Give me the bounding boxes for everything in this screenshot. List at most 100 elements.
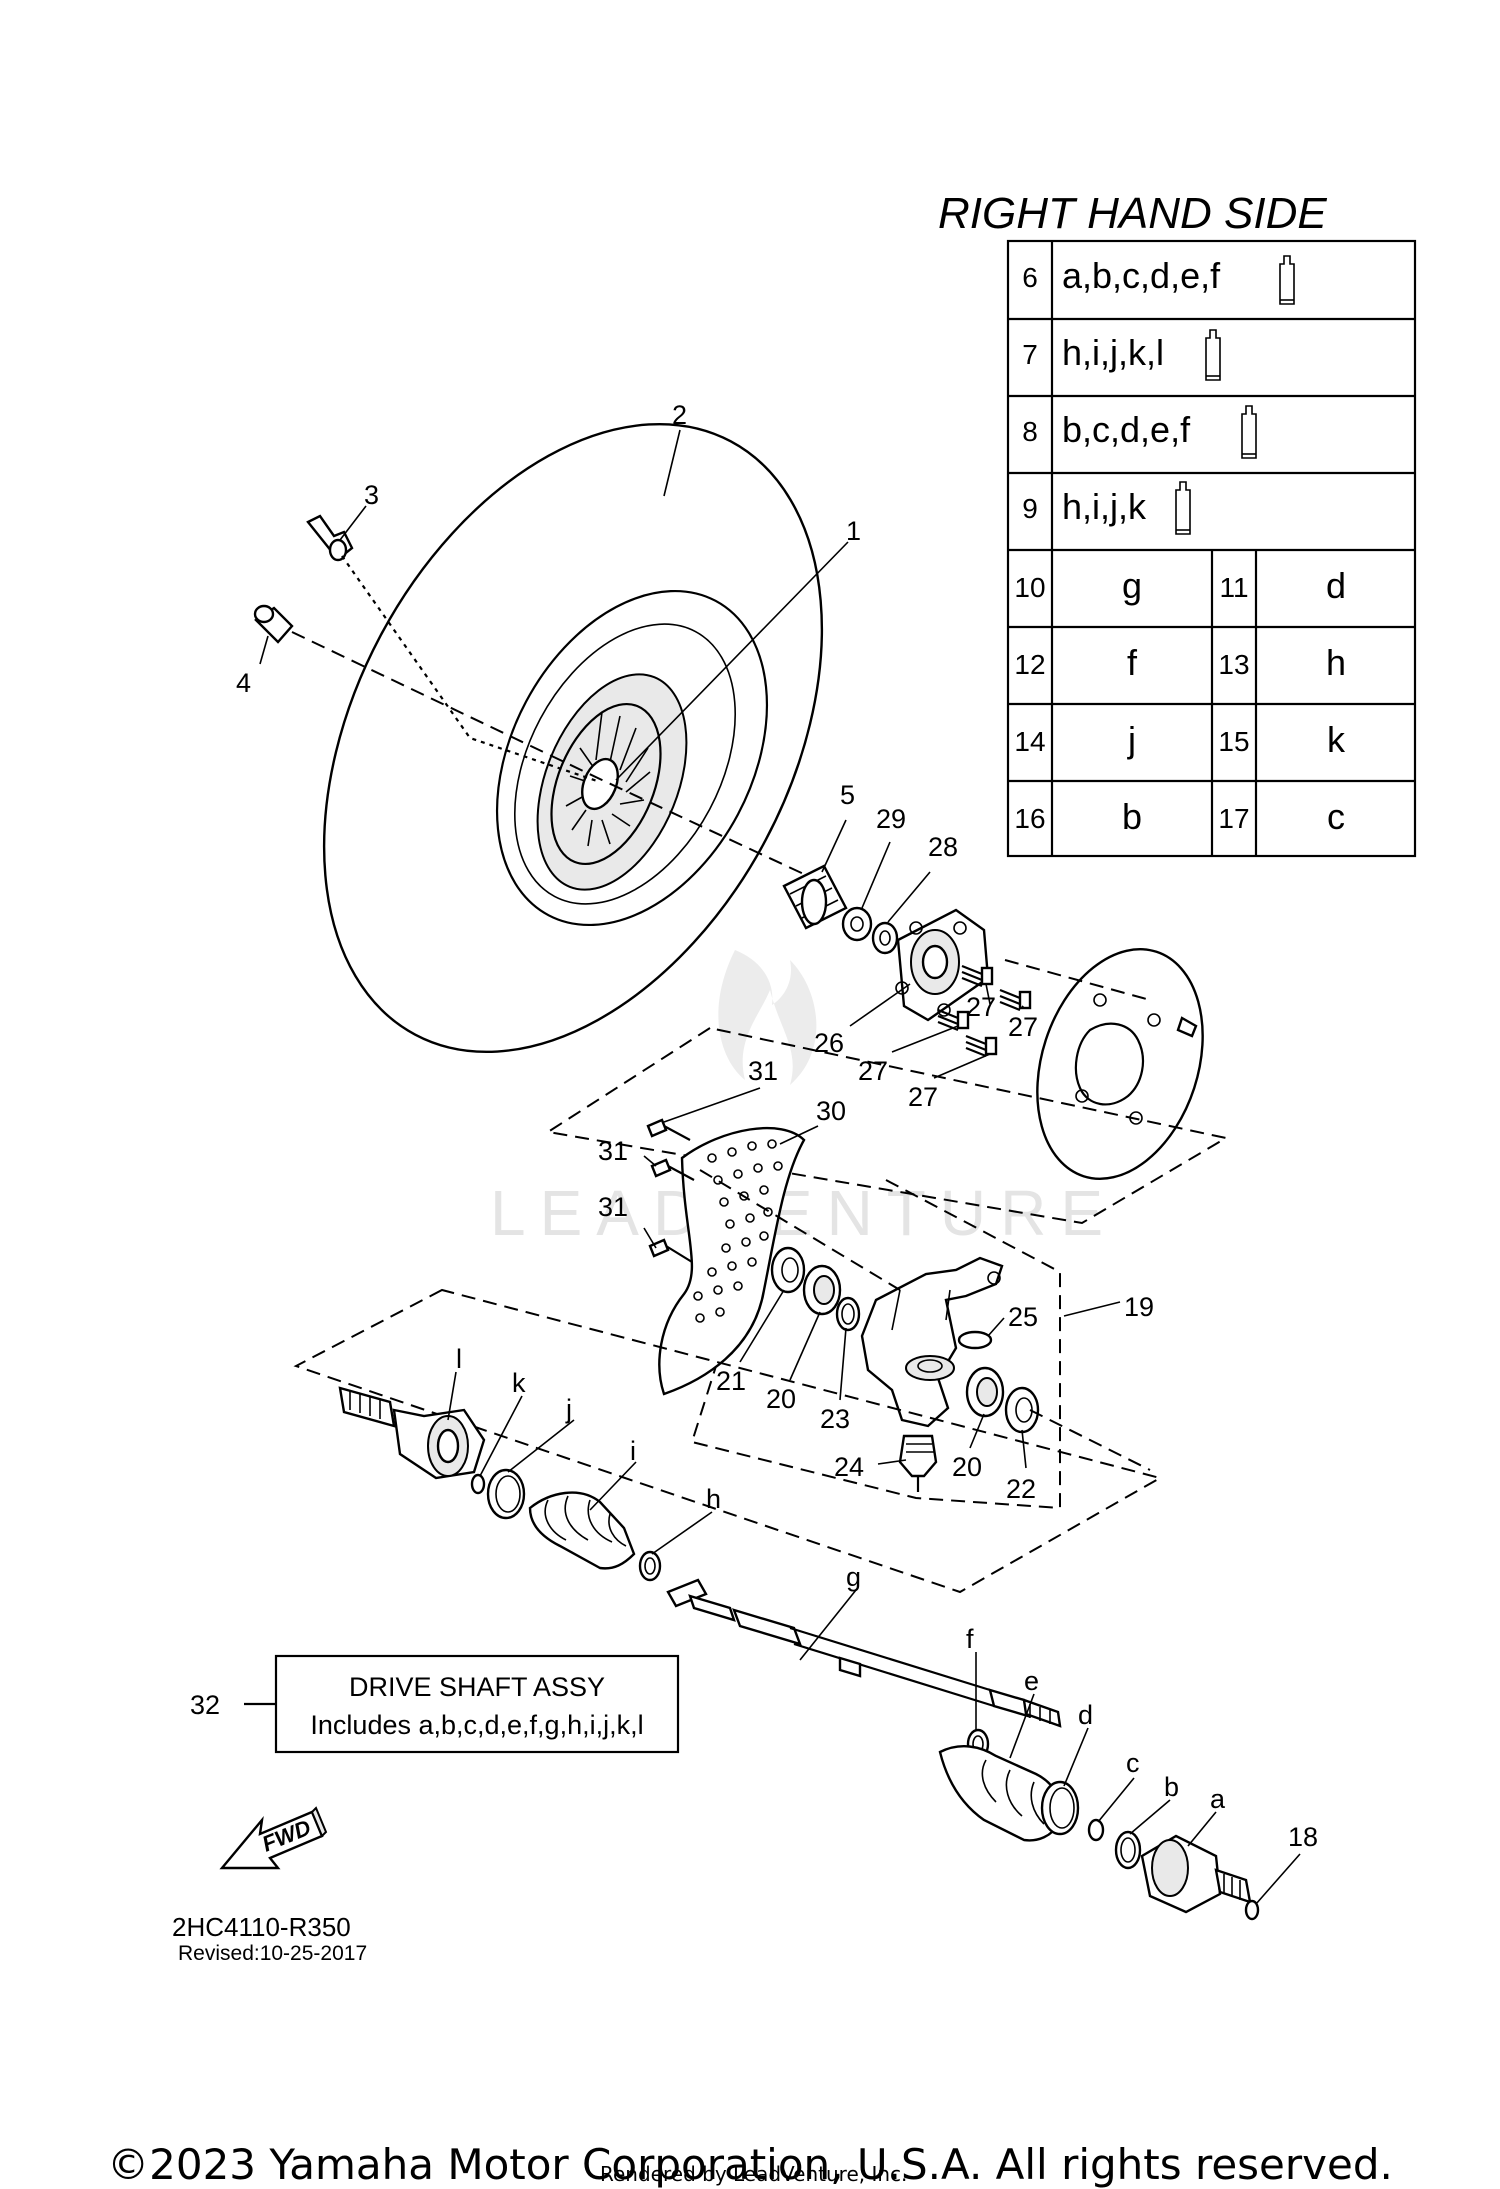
drive-shaft-assy-note: DRIVE SHAFT ASSY Includes a,b,c,d,e,f,g,…	[244, 1654, 680, 1754]
washer-part-28	[871, 921, 899, 955]
table-num-12: 12	[1014, 649, 1045, 680]
washer-part-29	[841, 906, 873, 942]
boot-band-part-h	[638, 1550, 662, 1582]
boot-band-part-d	[1040, 1780, 1080, 1836]
callout-3: 3	[364, 480, 379, 510]
diagram-code: 2HC4110-R350	[172, 1912, 351, 1942]
callout-18: 18	[1288, 1822, 1318, 1852]
rendered-by: Rendered by LeadVenture, Inc.	[600, 2162, 908, 2186]
grease-tube-icon	[1175, 481, 1191, 535]
table-value-14: j	[1127, 719, 1136, 760]
callout-19: 19	[1124, 1292, 1154, 1322]
valve-cap-part-4	[253, 604, 294, 644]
table-num-11: 11	[1219, 572, 1248, 603]
table-num-9: 9	[1022, 493, 1038, 524]
table-num-16: 16	[1014, 803, 1045, 834]
callout-i: i	[630, 1436, 636, 1466]
callout-j: j	[565, 1394, 572, 1424]
watermark-text: LEADVENTURE	[490, 1177, 1117, 1249]
callout-f: f	[966, 1624, 974, 1654]
bolt-part-27	[961, 964, 994, 988]
bolt-part-27	[937, 1008, 970, 1032]
table-num-7: 7	[1022, 339, 1038, 370]
callout-b: b	[1164, 1772, 1179, 1802]
callout-e: e	[1024, 1666, 1039, 1696]
callout-27: 27	[1008, 1012, 1038, 1042]
outer-cv-joint-part-l	[338, 1386, 486, 1480]
protector-plate-part-30	[658, 1127, 806, 1396]
bearing-part-20	[965, 1366, 1005, 1418]
revised-date: Revised:10-25-2017	[178, 1942, 368, 1965]
bolt-part-27	[965, 1034, 998, 1058]
table-num-13: 13	[1218, 649, 1249, 680]
o-ring-part-25	[957, 1330, 993, 1350]
callout-1: 1	[846, 516, 861, 546]
table-value-17: c	[1327, 796, 1345, 837]
bolt-part-27	[999, 988, 1032, 1012]
grease-tube-icon	[1241, 405, 1257, 459]
callout-32: 32	[190, 1690, 220, 1720]
ring-part-b	[1114, 1830, 1142, 1870]
callout-2: 2	[672, 400, 687, 430]
callout-labels: 1 2 3 4 5 29 28 26 27 27 27 27 31 30 31 …	[190, 400, 1318, 1852]
callout-l: l	[456, 1344, 462, 1374]
callout-25: 25	[1008, 1302, 1038, 1332]
callout-26: 26	[814, 1028, 844, 1058]
callout-31: 31	[598, 1136, 628, 1166]
assy-title: DRIVE SHAFT ASSY	[349, 1672, 605, 1702]
table-num-14: 14	[1014, 726, 1045, 757]
table-num-6: 6	[1022, 262, 1038, 293]
callout-k: k	[512, 1368, 526, 1398]
callout-27: 27	[966, 992, 996, 1022]
callout-23: 23	[820, 1404, 850, 1434]
oil-seal-part-22	[1004, 1386, 1040, 1434]
callout-30: 30	[816, 1096, 846, 1126]
circlip-part-18	[1244, 1899, 1260, 1921]
table-value-6: a,b,c,d,e,f	[1062, 255, 1221, 296]
circlip-part-23	[835, 1296, 861, 1332]
callout-g: g	[846, 1562, 861, 1592]
ball-joint-part-24	[898, 1434, 938, 1492]
drive-shaft-part-g	[666, 1578, 1062, 1728]
callout-20: 20	[952, 1452, 982, 1482]
table-value-12: f	[1127, 642, 1138, 683]
hub-part-26	[895, 908, 990, 1022]
callout-29: 29	[876, 804, 906, 834]
callout-31: 31	[748, 1056, 778, 1086]
circlip-part-k	[470, 1473, 486, 1495]
circlip-part-c	[1087, 1818, 1105, 1842]
castle-nut-part-5	[782, 864, 848, 930]
valve-stem-part-3	[306, 514, 354, 562]
callout-27: 27	[908, 1082, 938, 1112]
table-value-13: h	[1326, 642, 1346, 683]
inner-cv-joint-part-a	[1140, 1834, 1252, 1914]
callout-5: 5	[840, 780, 855, 810]
callout-22: 22	[1006, 1474, 1036, 1504]
reference-table: 6 a,b,c,d,e,f 7 h,i,j,k,l 8 b,c,d,e,f 9 …	[1006, 239, 1417, 858]
table-value-16: b	[1122, 796, 1142, 837]
brake-disc	[1036, 948, 1204, 1180]
bearing-part-20	[802, 1264, 842, 1316]
callout-21: 21	[716, 1366, 746, 1396]
callout-24: 24	[834, 1452, 864, 1482]
table-value-7: h,i,j,k,l	[1062, 332, 1164, 373]
table-value-10: g	[1122, 565, 1142, 606]
screw-part-31	[648, 1238, 693, 1263]
grease-tube-icon	[1205, 329, 1221, 381]
callout-31: 31	[598, 1192, 628, 1222]
forward-arrow-icon: FWD	[219, 1806, 328, 1870]
boot-part-i	[528, 1491, 636, 1570]
table-num-10: 10	[1014, 572, 1045, 603]
callout-d: d	[1078, 1700, 1093, 1730]
table-value-9: h,i,j,k	[1062, 486, 1147, 527]
callout-4: 4	[236, 668, 251, 698]
table-value-15: k	[1327, 719, 1346, 760]
table-num-8: 8	[1022, 416, 1038, 447]
grease-tube-icon	[1279, 255, 1295, 305]
boot-part-e	[938, 1745, 1062, 1842]
callout-c: c	[1126, 1748, 1140, 1778]
table-value-11: d	[1326, 565, 1346, 606]
table-num-15: 15	[1218, 726, 1249, 757]
boot-band-part-j	[486, 1468, 526, 1520]
